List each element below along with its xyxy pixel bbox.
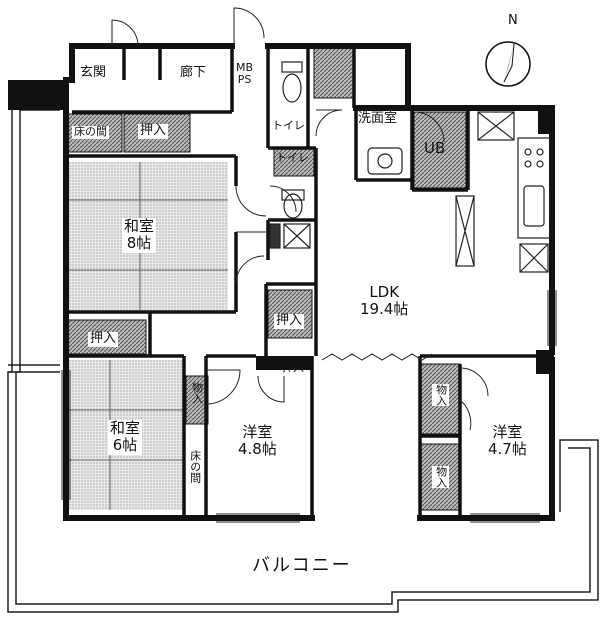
compass bbox=[485, 41, 531, 87]
column-center bbox=[256, 356, 312, 370]
toko-2-label: 床の間 bbox=[188, 450, 202, 483]
toilet-label-1: トイレ bbox=[272, 119, 305, 132]
small-closet-fill bbox=[273, 147, 315, 177]
compass-north-label: N bbox=[508, 13, 518, 28]
oshiire-1-label: 押入 bbox=[138, 123, 169, 139]
balcony-label: バルコニー bbox=[252, 555, 352, 576]
monoire-1-fill bbox=[185, 375, 209, 425]
washroom-label: 洗面室 bbox=[358, 111, 398, 126]
kitchen-storage-fill bbox=[313, 47, 355, 99]
unit-bath-label: UB bbox=[424, 139, 446, 157]
monoire-2-label: 物入 bbox=[432, 384, 449, 406]
washitsu-6-label: 和室 6帖 bbox=[108, 419, 143, 455]
kitchen-island bbox=[455, 195, 475, 267]
toilet-label-2: トイレ bbox=[276, 151, 309, 164]
mb-ps-label: MB PS bbox=[236, 61, 254, 87]
yoshitsu-48-label: 洋室 4.8帖 bbox=[238, 423, 277, 459]
monoire-1-label: 物入 bbox=[190, 382, 204, 404]
fridge-box bbox=[519, 243, 549, 273]
ub-corner-fill bbox=[413, 111, 467, 189]
entrance-label: 玄関 bbox=[80, 65, 107, 80]
oshiire-4-label: 押入 bbox=[282, 361, 304, 374]
toko-1-label: 床の間 bbox=[72, 125, 109, 139]
washitsu-8-label: 和室 8帖 bbox=[122, 217, 157, 253]
yoshitsu-47-label: 洋室 4.7帖 bbox=[488, 423, 527, 459]
ldk-label: LDK 19.4帖 bbox=[360, 283, 409, 319]
corridor-label: 廊下 bbox=[180, 65, 207, 80]
sink-counter bbox=[517, 137, 551, 239]
range-hood bbox=[477, 111, 515, 141]
column-right-top bbox=[538, 108, 554, 134]
oshiire-3-label: 押入 bbox=[274, 313, 305, 329]
washbasin bbox=[367, 147, 403, 175]
sliding-partition bbox=[321, 353, 433, 361]
oshiire-2-label: 押入 bbox=[88, 331, 119, 347]
monoire-3-label: 物入 bbox=[432, 466, 449, 488]
column-right-mid bbox=[536, 350, 554, 374]
column-left bbox=[8, 80, 68, 110]
